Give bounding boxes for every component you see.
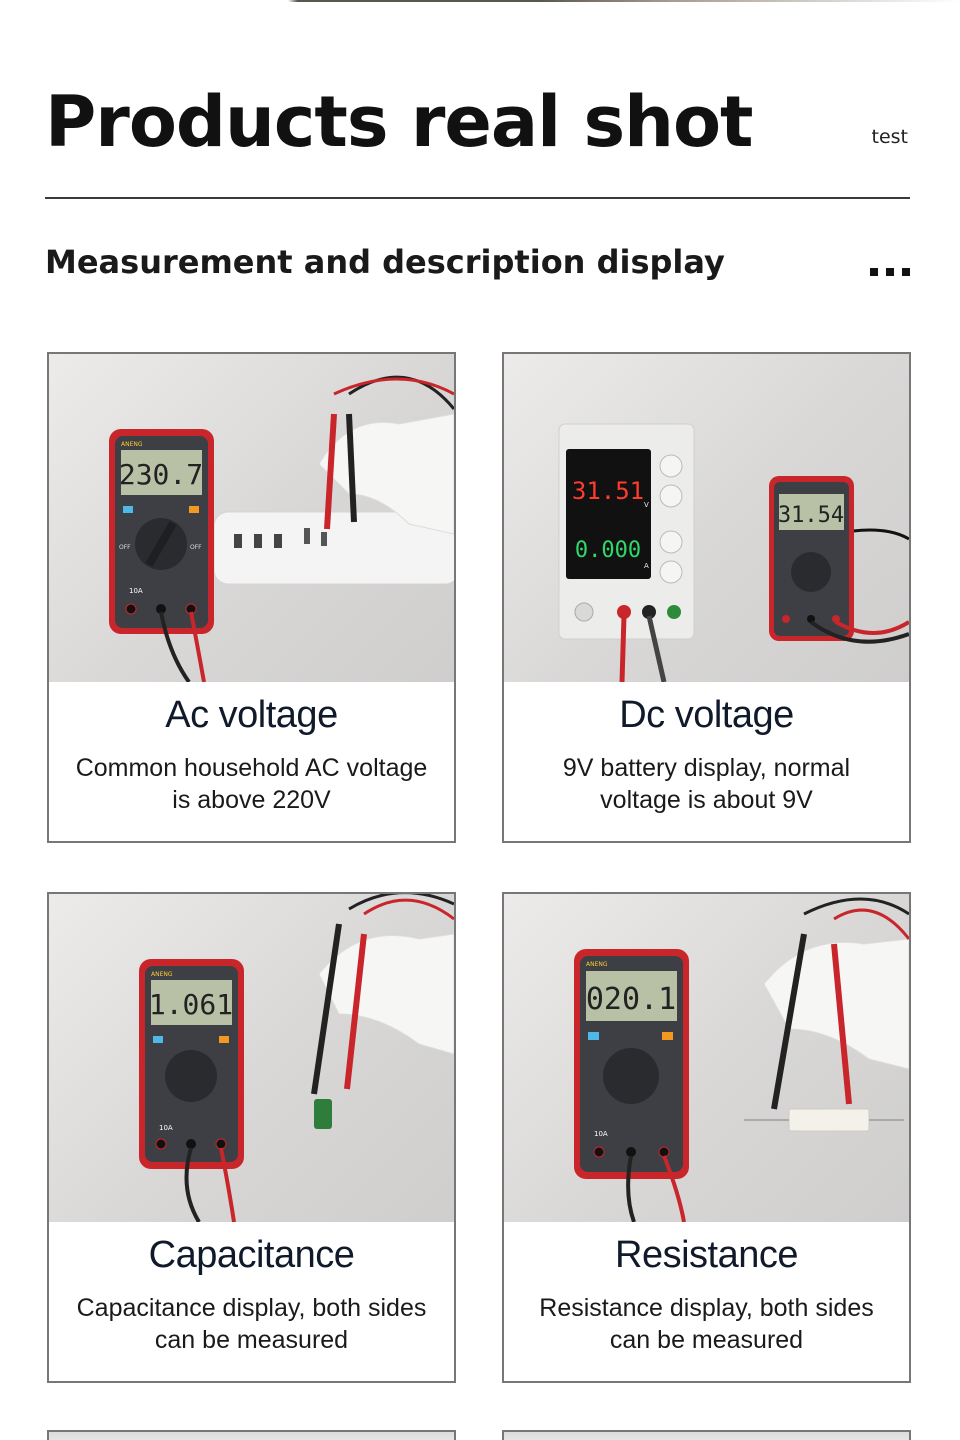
resistance-photo: ANENG 020.1 10A (504, 894, 909, 1222)
card-title: Capacitance (148, 1234, 355, 1276)
card-description: Resistance display, both sides can be me… (539, 1294, 874, 1354)
svg-text:V: V (644, 501, 649, 509)
ac-voltage-photo: ANENG 230.7 OFF OFF 10A (49, 354, 454, 682)
header-tag: test (871, 126, 909, 148)
dc-supply-volts: 31.51 (572, 477, 644, 505)
card-title: Dc voltage (619, 694, 794, 736)
feature-card-capacitance: ANENG 1.061 10A Capacitance Capacitance … (47, 892, 456, 1383)
res-lcd-reading: 020.1 (586, 982, 676, 1017)
dc-supply-amps: 0.000 (575, 538, 641, 563)
card-description: Common household AC voltage is above 220… (75, 754, 428, 814)
card-title: Ac voltage (165, 694, 338, 736)
header-divider (45, 197, 910, 199)
svg-text:10A: 10A (594, 1130, 608, 1138)
top-banner-strip (0, 0, 960, 2)
feature-card-partial-left (47, 1430, 456, 1440)
more-icon[interactable] (870, 268, 910, 276)
ac-brand: ANENG (121, 441, 143, 448)
feature-card-dc-voltage: 31.51 V 0.000 A 31.54 Dc voltage 9V batt… (502, 352, 911, 843)
page-title: Products real shot (45, 81, 753, 163)
svg-text:A: A (644, 562, 649, 570)
dc-lcd-reading: 31.54 (778, 503, 844, 528)
svg-text:OFF: OFF (119, 544, 131, 551)
svg-text:10A: 10A (159, 1124, 173, 1132)
card-description: Capacitance display, both sides can be m… (76, 1294, 427, 1354)
svg-text:ANENG: ANENG (586, 961, 608, 968)
dc-voltage-photo: 31.51 V 0.000 A 31.54 (504, 354, 909, 682)
section-subtitle: Measurement and description display (45, 243, 725, 281)
card-description: 9V battery display, normal voltage is ab… (562, 754, 851, 814)
feature-card-partial-right (502, 1430, 911, 1440)
feature-card-resistance: ANENG 020.1 10A Resistance Resistance di… (502, 892, 911, 1383)
svg-text:10A: 10A (129, 587, 143, 595)
cap-lcd-reading: 1.061 (149, 988, 233, 1021)
capacitance-photo: ANENG 1.061 10A (49, 894, 454, 1222)
ac-lcd-reading: 230.7 (119, 458, 203, 491)
svg-text:ANENG: ANENG (151, 971, 173, 978)
card-title: Resistance (615, 1234, 798, 1276)
feature-card-ac-voltage: ANENG 230.7 OFF OFF 10A Ac voltage Commo… (47, 352, 456, 843)
svg-text:OFF: OFF (190, 544, 202, 551)
